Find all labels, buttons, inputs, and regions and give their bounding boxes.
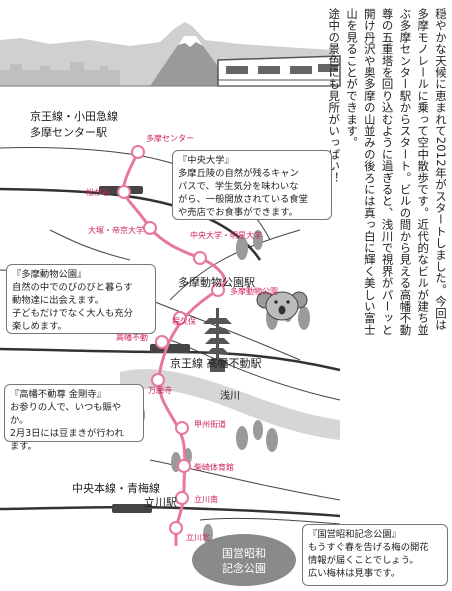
monorail-train-icon <box>217 55 341 87</box>
station-tama-center: 多摩センター <box>146 134 194 143</box>
keio-odakyu-line-label: 京王線・小田急線 <box>30 110 118 123</box>
showa-park-area <box>192 534 296 586</box>
mount-fuji-icon <box>150 36 232 86</box>
station-manganji: 万願寺 <box>148 386 172 395</box>
city-skyline <box>0 62 120 86</box>
station-tama-zoo: 多摩動物公園 <box>230 287 278 296</box>
station-matsugaya: 松が谷 <box>86 188 110 197</box>
station-tachikawa-minami: 立川南 <box>194 495 218 504</box>
station-otsuka-teikyo: 大塚・帝京大学 <box>88 226 144 235</box>
river-label: 浅川 <box>220 391 240 402</box>
pagoda-icon <box>203 308 232 372</box>
intro-text: 穏やかな天候に恵まれて2012年がスタートしました。今回は多摩モノレールに乗って… <box>327 8 449 338</box>
showa-park-label: 国営昭和 記念公園 <box>222 547 266 575</box>
intro-paragraph-1: 穏やかな天候に恵まれて2012年がスタートしました。今回は多摩モノレールに乗って… <box>345 8 448 336</box>
station-chuo-meisei: 中央大学・明星大学 <box>190 231 262 240</box>
tama-center-station-label: 多摩センター駅 <box>30 126 107 139</box>
station-koshukaido: 甲州街道 <box>194 420 226 429</box>
tachikawa-station-label: 立川駅 <box>144 496 177 509</box>
tama-zoo-station-label: 多摩動物公園駅 <box>178 276 255 289</box>
showa-park-info-box: 『国営昭和記念公園』 もうすぐ春を告げる梅の開花 情報が届くことでしょう。 広い… <box>302 524 448 586</box>
intro-paragraph-2: 途中の景色にも見所がいっぱい！ <box>327 8 342 184</box>
tama-zoo-info-box: 『多摩動物公園』 自然の中でのびのびと暮らす 動物達に出会えます。 子どもだけで… <box>6 264 156 334</box>
takahatafudo-temple-info-box: 『高幡不動尊 金剛寺』 お参りの人で、いつも賑やか。 2月3日には豆まきが行われ… <box>4 384 144 452</box>
station-takahatafudo: 高幡不動 <box>116 333 148 342</box>
station-shibasaki: 柴崎体育館 <box>194 463 234 472</box>
station-hodokubo: 程久保 <box>172 317 196 326</box>
keio-takahatafudo-label: 京王線 高幡不動駅 <box>170 357 262 370</box>
koala-icon <box>256 291 308 321</box>
monorail-stations <box>117 145 225 535</box>
asakawa-river <box>120 369 340 440</box>
chuo-university-info-box: 『中央大学』 多摩丘陵の自然が残るキャン パスで、学生気分を味わいな がら、一般… <box>172 150 332 220</box>
chuo-ome-line-label: 中央本線・青梅線 <box>72 482 160 495</box>
station-tachikawa-kita: 立川北 <box>186 533 210 542</box>
station-buildings <box>99 186 190 513</box>
